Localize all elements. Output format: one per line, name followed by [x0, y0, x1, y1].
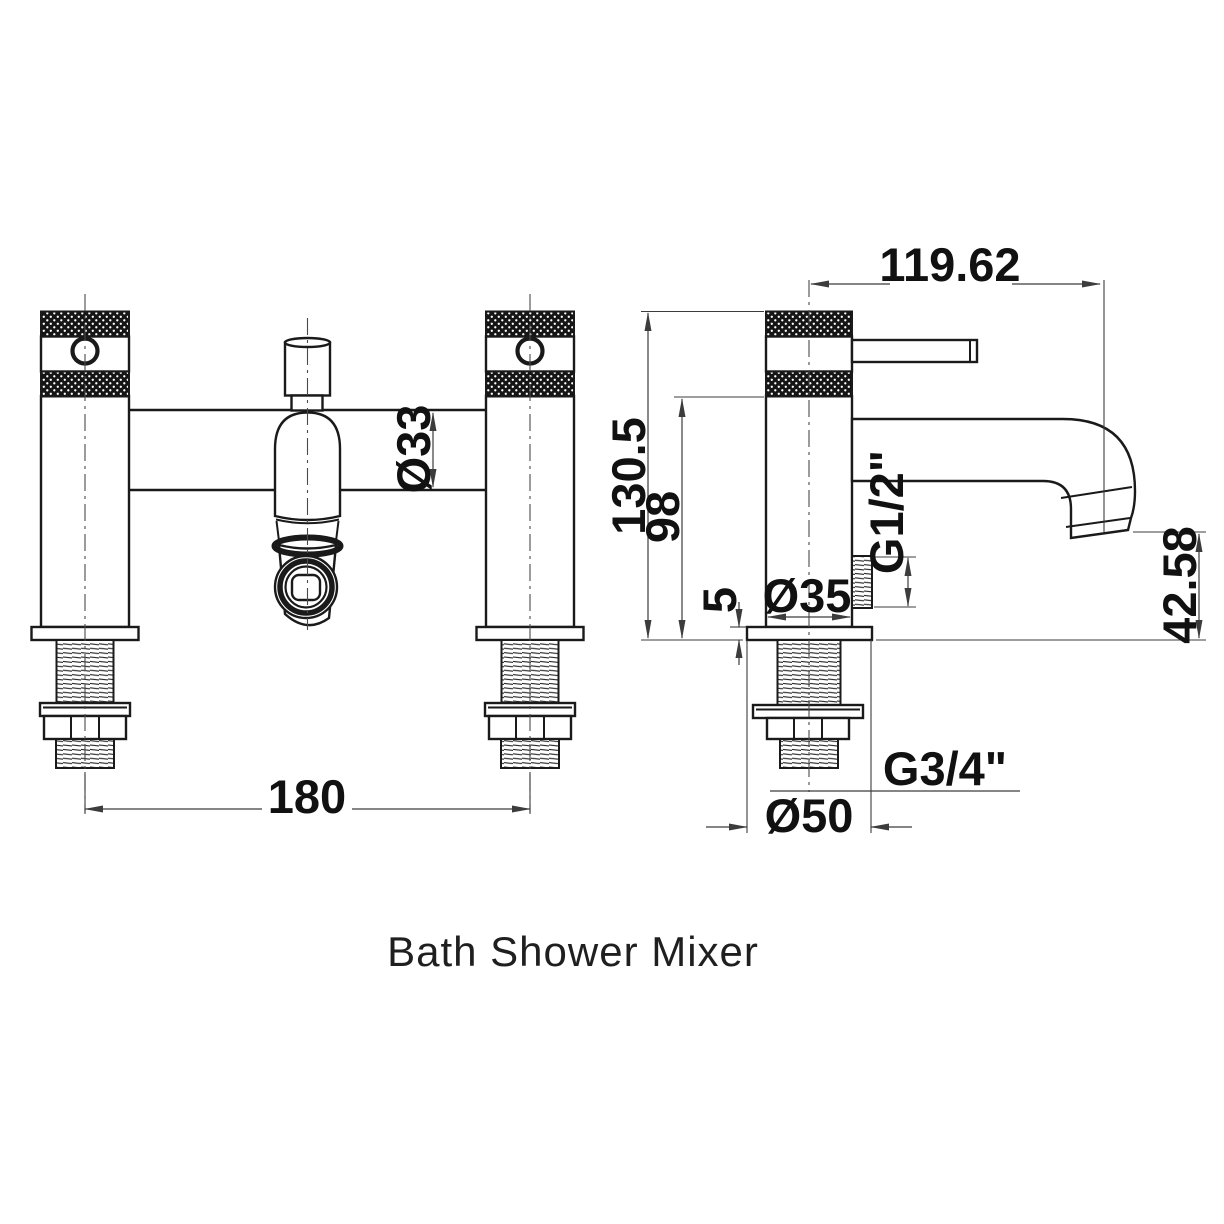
- dim-text-deck-thickness: 5: [693, 587, 746, 613]
- dim-text-shower-thread: G1/2": [860, 450, 913, 574]
- handset-holder-dome: [273, 411, 342, 522]
- handset-holder-joint-line: [275, 518, 340, 525]
- lever-handle: [850, 338, 979, 364]
- dim-text-total-height: 130.5: [602, 417, 655, 535]
- drawing-title: Bath Shower Mixer: [387, 928, 759, 975]
- dim-text-flange-diameter: Ø50: [765, 789, 854, 842]
- dim-text-body-diameter-side: Ø35: [763, 569, 852, 622]
- dim-text-body-diameter-front: Ø33: [387, 405, 440, 494]
- handset-outlet-ring-outer: [273, 554, 339, 620]
- front-view: Ø33 180: [30, 294, 585, 823]
- shower-hose-port-thread: [851, 555, 873, 609]
- dim-text-spacing: 180: [268, 770, 346, 823]
- side-washer: [751, 703, 865, 720]
- side-view: 119.62 130.5 98 5 Ø35 G1/2" 42.58 G3/4": [602, 238, 1206, 842]
- spout-tip-ring: [1065, 517, 1131, 528]
- handset-holder-taper: [335, 520, 340, 542]
- dim-text-body-height: 98: [636, 491, 689, 543]
- dim-text-inlet-thread: G3/4": [883, 742, 1007, 795]
- dim-text-spout-height: 42.58: [1153, 526, 1206, 644]
- handset-holder-taper: [275, 520, 280, 542]
- side-nut: [765, 716, 851, 741]
- dim-text-handle-reach: 119.62: [879, 238, 1020, 291]
- handset-outlet-square: [290, 573, 322, 602]
- handset-outlet-ring-inner: [284, 565, 328, 609]
- spout-tip-ring: [1060, 486, 1133, 499]
- handset-outlet-ring-bold: [277, 558, 335, 616]
- spout: [850, 417, 1137, 540]
